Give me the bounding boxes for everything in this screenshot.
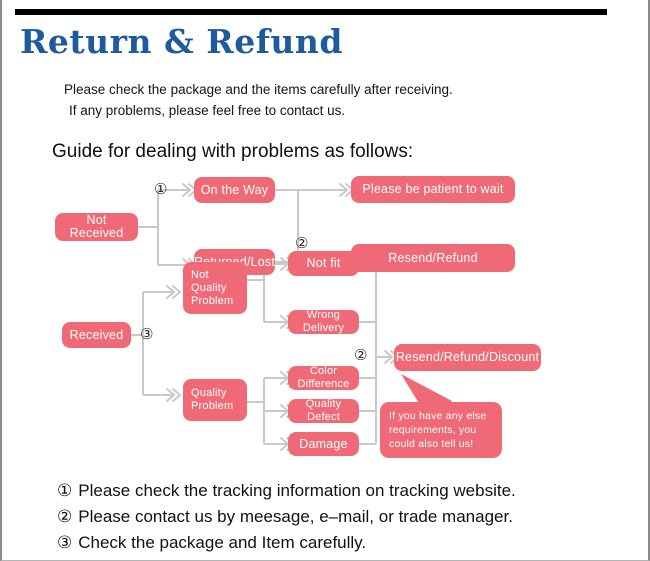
node-please-be-patient-to-wait[interactable]: Please be patient to wait xyxy=(351,176,515,203)
guide-heading: Guide for dealing with problems as follo… xyxy=(52,141,414,162)
flow-marker-3: ③ xyxy=(140,325,154,343)
node-received[interactable]: Received xyxy=(62,322,131,348)
note-1-number: ① xyxy=(57,481,73,501)
node-damage[interactable]: Damage xyxy=(288,432,359,456)
node-color-difference[interactable]: Color Difference xyxy=(288,365,359,390)
node-not-fit[interactable]: Not fit xyxy=(288,251,359,276)
note-2: ② Please contact us by meesage, e–mail, … xyxy=(57,504,617,530)
intro-line-2: If any problems, please feel free to con… xyxy=(69,103,346,118)
page-title: Return & Refund xyxy=(20,22,343,61)
note-3-number: ③ xyxy=(57,533,73,553)
note-1-text: Please check the tracking information on… xyxy=(78,481,516,500)
flow-marker-2-bottom: ② xyxy=(354,346,368,364)
node-not-received[interactable]: Not Received xyxy=(55,213,138,241)
node-resend-refund-discount[interactable]: Resend/Refund/Discount xyxy=(394,344,541,371)
node-resend-refund[interactable]: Resend/Refund xyxy=(351,244,515,272)
note-1: ① Please check the tracking information … xyxy=(57,478,617,504)
callout-bubble: If you have any else requirements, you c… xyxy=(380,402,502,458)
footer-notes: ① Please check the tracking information … xyxy=(57,478,617,556)
node-quality-problem[interactable]: Quality Problem xyxy=(183,379,247,421)
intro-line-1: Please check the package and the items c… xyxy=(64,82,453,97)
node-not-quality-problem[interactable]: Not Quality Problem xyxy=(183,262,247,314)
note-3: ③ Check the package and Item carefully. xyxy=(57,530,617,556)
flowchart: Not Received On the Way Returned/Lost Pl… xyxy=(2,170,648,470)
note-3-text: Check the package and Item carefully. xyxy=(78,533,367,552)
node-on-the-way[interactable]: On the Way xyxy=(194,177,275,203)
header-rule xyxy=(15,9,607,15)
note-2-text: Please contact us by meesage, e–mail, or… xyxy=(78,507,513,526)
node-quality-defect[interactable]: Quality Defect xyxy=(288,398,359,423)
node-wrong-delivery[interactable]: Wrong Delivery xyxy=(288,309,359,334)
note-2-number: ② xyxy=(57,507,73,527)
flow-marker-1: ① xyxy=(154,180,168,198)
flow-marker-2-top: ② xyxy=(295,234,309,252)
intro-paragraph: Please check the package and the items c… xyxy=(64,79,534,121)
